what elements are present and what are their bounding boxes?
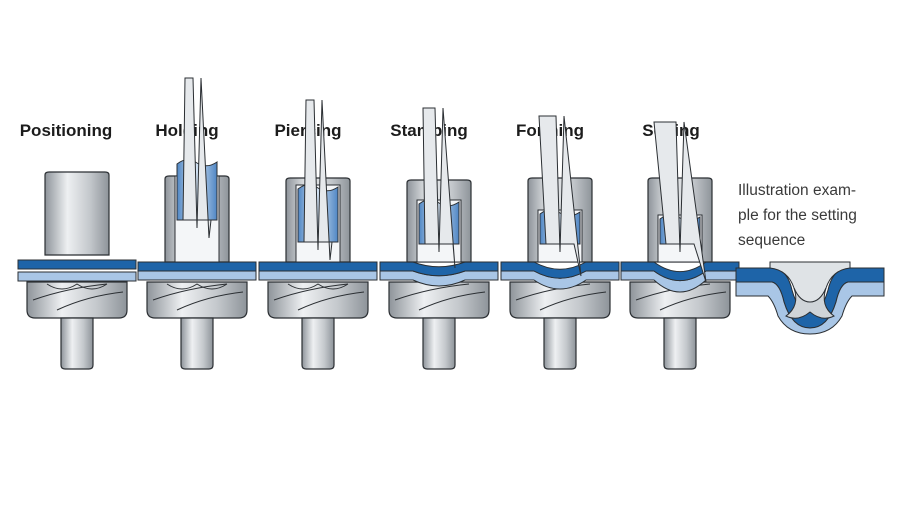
stage-figure-holding bbox=[137, 77, 257, 370]
die-contour bbox=[176, 291, 244, 311]
rivet-body bbox=[303, 99, 333, 261]
step-label-positioning: Positioning bbox=[19, 121, 113, 140]
setting-detail-illustration bbox=[735, 261, 885, 335]
stage-figure-forming bbox=[500, 115, 620, 370]
die-contour bbox=[515, 283, 591, 301]
die-contour bbox=[273, 283, 349, 301]
lower-sheet bbox=[258, 270, 378, 281]
die-block bbox=[267, 281, 369, 319]
stage-figure-piercing bbox=[258, 99, 378, 370]
die-contour bbox=[152, 283, 228, 301]
die-block bbox=[26, 281, 128, 319]
die-block bbox=[509, 281, 611, 319]
die-cavity bbox=[46, 283, 108, 290]
die-cavity bbox=[287, 283, 349, 290]
rivet-body bbox=[182, 77, 212, 239]
illustration-caption: Illustration exam- ple for the setting s… bbox=[738, 178, 888, 253]
die-shank bbox=[60, 317, 94, 370]
stage-figure-setting bbox=[620, 121, 740, 370]
die-block bbox=[146, 281, 248, 319]
lower-sheet bbox=[137, 270, 257, 281]
die-contour bbox=[56, 291, 124, 311]
die-contour bbox=[659, 291, 727, 311]
caption-line-1: Illustration exam- bbox=[738, 182, 857, 199]
die-cavity bbox=[166, 283, 228, 290]
punch-housing bbox=[44, 171, 110, 256]
die-block bbox=[629, 281, 731, 319]
caption-line-2: ple for the setting bbox=[738, 207, 857, 224]
die-contour bbox=[394, 283, 470, 301]
caption-line-3: sequence bbox=[738, 232, 806, 249]
rivet-body bbox=[422, 107, 456, 269]
detail-rivet-legs bbox=[785, 287, 835, 319]
lower-sheet bbox=[17, 271, 137, 282]
die-shank bbox=[301, 317, 335, 370]
die-shank bbox=[663, 317, 697, 370]
rivet-body bbox=[653, 121, 707, 283]
die-shank bbox=[422, 317, 456, 370]
rivet-body bbox=[538, 115, 582, 277]
die-shank bbox=[543, 317, 577, 370]
upper-sheet bbox=[137, 261, 257, 272]
upper-sheet bbox=[379, 261, 499, 277]
stage-figure-stamping bbox=[379, 107, 499, 370]
die-contour bbox=[418, 291, 486, 311]
upper-sheet bbox=[258, 261, 378, 272]
die-contour bbox=[32, 283, 108, 301]
upper-sheet bbox=[500, 261, 620, 279]
die-shank bbox=[180, 317, 214, 370]
die-contour bbox=[297, 291, 365, 311]
die-block bbox=[388, 281, 490, 319]
stage-figure-positioning bbox=[17, 171, 137, 370]
upper-sheet bbox=[17, 259, 137, 270]
die-contour bbox=[539, 291, 607, 311]
